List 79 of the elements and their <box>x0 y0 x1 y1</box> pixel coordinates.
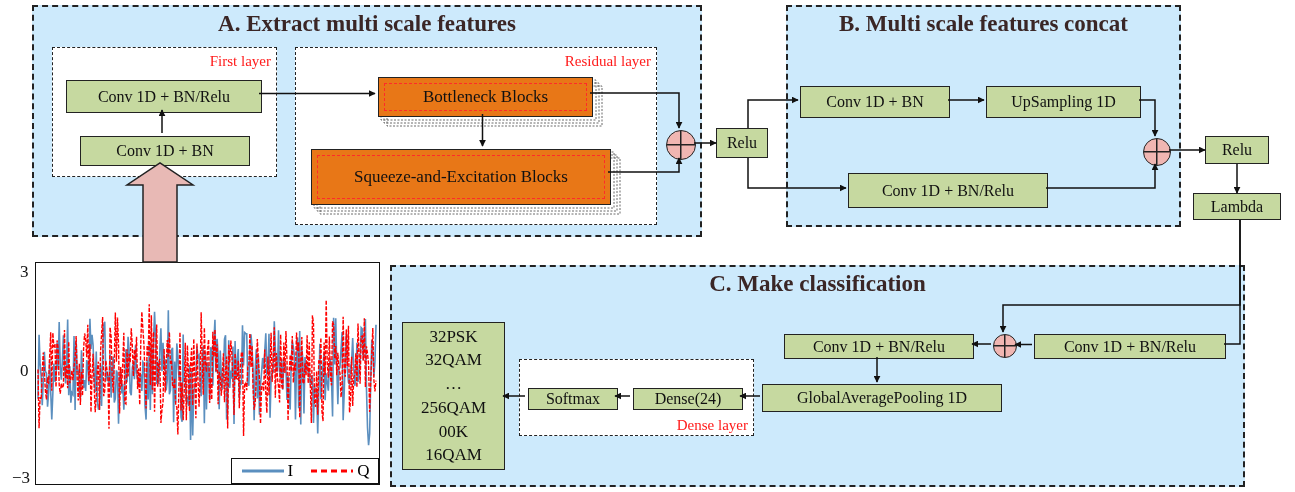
layer-group <box>519 359 754 436</box>
arrow <box>607 157 683 173</box>
layer-box <box>784 334 974 359</box>
layer-label: Conv 1D + BN/Relu <box>1063 337 1197 356</box>
section-title: C. Make classification <box>708 271 927 297</box>
arrow <box>1138 99 1159 137</box>
class-label: 32PSK <box>429 326 478 347</box>
layer-box <box>1034 334 1226 359</box>
layer-label: Conv 1D + BN/Relu <box>812 337 946 356</box>
arrow <box>747 157 847 192</box>
layer-label: Conv 1D + BN <box>826 93 924 111</box>
layer-label: Relu <box>1221 141 1253 159</box>
legend-label: I <box>287 461 294 481</box>
group-label: First layer <box>209 53 271 70</box>
arrow <box>479 113 486 147</box>
group-label: Dense layer <box>676 417 748 434</box>
arrow <box>589 92 683 129</box>
layer-label: Bottleneck Blocks <box>422 87 549 107</box>
layer-box <box>800 86 950 118</box>
layer-box <box>762 384 1002 412</box>
arrow <box>873 356 881 383</box>
adder-circle <box>1143 138 1171 166</box>
block-stack <box>311 149 611 205</box>
arrow <box>1233 163 1241 194</box>
section-panel <box>32 5 702 237</box>
layer-group <box>295 47 657 225</box>
layer-label: Dense(24) <box>654 390 722 408</box>
class-label: 00K <box>438 421 469 442</box>
arrow <box>1168 146 1206 154</box>
layer-label: Conv 1D + BN <box>116 142 214 160</box>
section-title: B. Multi scale features concat <box>838 11 1129 37</box>
arrow <box>158 109 166 134</box>
layer-label: Lambda <box>1210 197 1264 216</box>
layer-label: GlobalAveragePooling 1D <box>797 389 967 407</box>
section-panel <box>390 265 1245 487</box>
layer-group <box>52 47 277 177</box>
layer-label: Squeeze-and-Excitation Blocks <box>354 167 568 187</box>
legend-label: Q <box>357 461 370 481</box>
layer-box <box>633 388 743 410</box>
arrow <box>971 340 992 348</box>
axis-tick-label: −3 <box>12 468 31 488</box>
adder-circle <box>993 334 1017 358</box>
group-label: Residual layer <box>564 53 651 70</box>
block-arrow <box>124 162 196 263</box>
arrow <box>1045 163 1159 189</box>
layer-label: Conv 1D + BN/Relu <box>881 181 1015 200</box>
layer-label: Relu <box>726 134 758 152</box>
arrow <box>1014 341 1033 348</box>
layer-box <box>66 80 262 113</box>
arrow <box>693 139 717 147</box>
layer-label: Conv 1D + BN/Relu <box>97 87 231 106</box>
layer-box <box>1193 193 1281 220</box>
class-label: 256QAM <box>420 397 487 418</box>
layer-label: UpSampling 1D <box>1011 93 1116 111</box>
arrow <box>258 90 376 97</box>
section-panel <box>786 5 1181 227</box>
axis-tick-label: 3 <box>20 262 29 282</box>
class-label: 32QAM <box>425 350 482 371</box>
layer-box <box>986 86 1141 118</box>
arrow <box>747 96 799 129</box>
layer-box <box>716 128 768 158</box>
class-label: 16QAM <box>425 445 482 466</box>
arrow <box>999 219 1241 333</box>
block-stack <box>378 77 593 117</box>
layer-box <box>848 173 1048 208</box>
arrow <box>739 392 761 400</box>
section-title: A. Extract multi scale features <box>217 11 517 37</box>
layer-label: Softmax <box>545 390 601 408</box>
arrow <box>614 392 631 400</box>
arrow <box>502 392 526 400</box>
class-label: … <box>445 374 462 395</box>
arrow <box>947 96 985 104</box>
signal-plot-drawing <box>35 262 380 485</box>
layer-box <box>528 388 618 410</box>
adder-circle <box>666 130 696 160</box>
output-class-box <box>402 322 505 470</box>
layer-box <box>1205 136 1269 164</box>
axis-tick-label: 0 <box>20 361 29 381</box>
layer-box <box>80 136 250 166</box>
